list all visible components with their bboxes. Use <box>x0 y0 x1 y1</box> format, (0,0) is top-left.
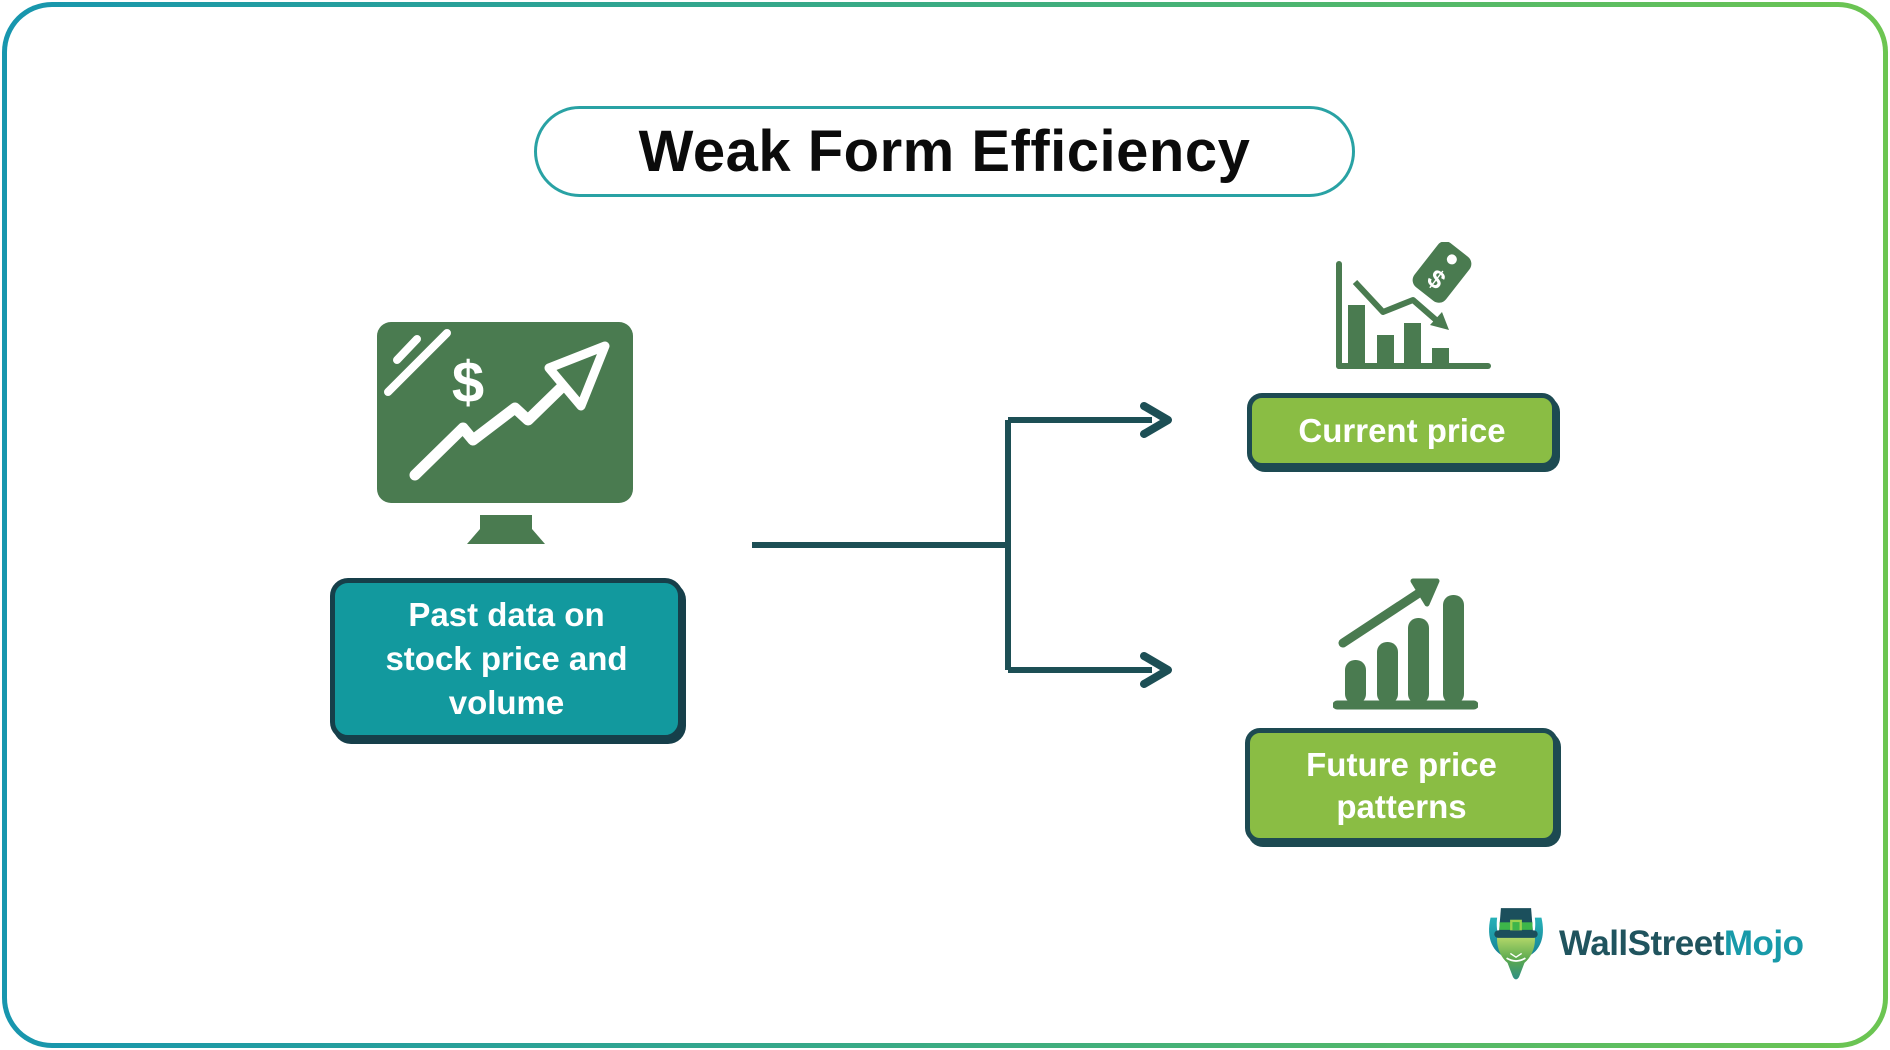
logo-text-wallstreet: WallStreet <box>1559 924 1724 963</box>
source-box-past-data: Past data on stock price and volume <box>330 578 683 740</box>
current-price-label: Current price <box>1298 411 1506 449</box>
logo-wordmark: WallStreetMojo <box>1559 924 1804 964</box>
monitor-stock-growth-icon: $ <box>377 322 633 544</box>
bull-top-hat-icon <box>1489 908 1543 980</box>
arrowhead-bottom <box>1140 652 1172 688</box>
wallstreetmojo-logo: WallStreetMojo <box>1483 903 1804 985</box>
logo-text-mojo: Mojo <box>1723 924 1804 963</box>
outcome-box-current-price: Current price <box>1247 393 1557 468</box>
source-label: Past data on stock price and volume <box>385 596 628 721</box>
branch-connector-arrows <box>752 402 1172 688</box>
dollar-sign-glyph: $ <box>452 350 484 415</box>
price-tag: $ <box>1412 242 1472 303</box>
future-price-label: Future price patterns <box>1306 745 1497 825</box>
title-box: Weak Form Efficiency <box>534 106 1355 197</box>
page-title: Weak Form Efficiency <box>638 119 1251 184</box>
outcome-box-future-price-patterns: Future price patterns <box>1245 728 1558 843</box>
declining-bars-price-tag-icon: $ <box>1336 242 1491 369</box>
arrowhead-top <box>1140 402 1172 438</box>
rising-bars-growth-arrow-icon <box>1333 578 1478 710</box>
